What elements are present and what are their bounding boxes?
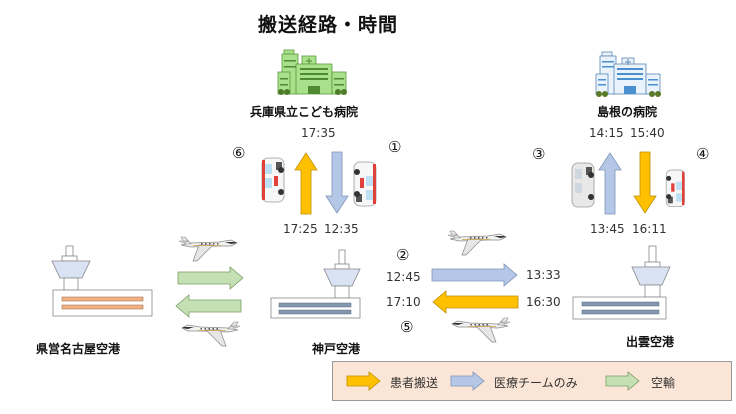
legend-patient-label: 患者搬送 — [390, 376, 439, 390]
plane-icon — [178, 236, 238, 262]
step-3-marker: ③ — [532, 145, 546, 163]
hospital-hyogo-icon — [277, 49, 347, 95]
airport-izumo-icon — [572, 245, 671, 320]
arrow-air-left — [175, 294, 242, 318]
legend-team-label: 医療チームのみ — [494, 376, 578, 390]
shimane-patient-arrive-time: 16:11 — [632, 222, 667, 236]
airport-nagoya-name: 県営名古屋空港 — [36, 342, 121, 356]
hospital-hyogo-name: 兵庫県立こども病院 — [250, 105, 359, 119]
legend: 患者搬送 医療チームのみ 空輸 — [332, 361, 732, 401]
hospital-shimane-icon — [595, 51, 661, 97]
step-1-marker: ① — [388, 138, 402, 156]
plane-icon — [451, 317, 511, 343]
arrow-team-right — [431, 263, 518, 287]
arrow-patient-left — [432, 290, 519, 314]
airport-kobe-icon — [270, 249, 361, 319]
airport-kobe-name: 神戸空港 — [312, 342, 361, 356]
izumo-arrive-time: 13:33 — [526, 268, 561, 282]
shimane-arrival-time: 14:15 — [589, 126, 624, 140]
ambulance-icon — [261, 157, 285, 203]
airport-izumo-name: 出雲空港 — [626, 335, 675, 349]
legend-patient-arrow-icon — [346, 371, 381, 391]
arrow-team-up — [598, 152, 622, 215]
ambulance-icon — [665, 169, 685, 208]
hyogo-team-time: 12:35 — [324, 222, 359, 236]
arrow-patient-up — [294, 152, 318, 215]
ambulance-icon — [571, 162, 595, 208]
page-title: 搬送経路・時間 — [258, 14, 399, 36]
kobe-arrive-time: 17:10 — [386, 295, 421, 309]
step-4-marker: ④ — [696, 145, 710, 163]
hospital-shimane-name: 島根の病院 — [597, 105, 658, 119]
hyogo-arrival-time: 17:35 — [301, 126, 336, 140]
airport-nagoya-icon — [51, 245, 153, 317]
plane-icon — [447, 230, 507, 256]
arrow-patient-down — [633, 151, 657, 214]
arrow-team-down — [325, 151, 349, 214]
izumo-depart-time: 16:30 — [526, 295, 561, 309]
step-6-marker: ⑥ — [232, 144, 246, 162]
step-2-marker: ② — [396, 246, 410, 264]
shimane-depart-time: 15:40 — [630, 126, 665, 140]
ambulance-icon — [353, 161, 377, 207]
step-5-marker: ⑤ — [400, 318, 414, 336]
plane-icon — [181, 321, 241, 347]
shimane-team-arrive-time: 13:45 — [590, 222, 625, 236]
hyogo-depart-time: 17:25 — [283, 222, 318, 236]
legend-team-arrow-icon — [450, 371, 485, 391]
arrow-air-right — [177, 266, 244, 290]
legend-air-arrow-icon — [605, 371, 640, 391]
kobe-depart-time: 12:45 — [386, 270, 421, 284]
legend-air-label: 空輸 — [651, 376, 676, 390]
